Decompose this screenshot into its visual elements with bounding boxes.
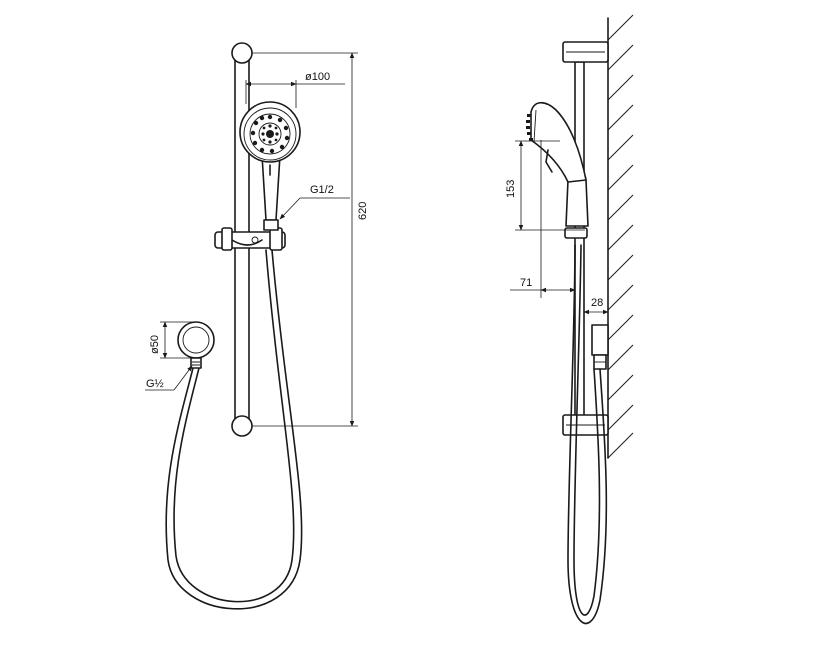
rail-bottom-cap — [231, 415, 253, 437]
label-thread-top: G1/2 — [310, 184, 334, 196]
front-view: ø100 620 G1/2 ø50 G½ — [145, 42, 369, 610]
label-thread-outlet: G½ — [146, 378, 164, 390]
side-hose — [567, 244, 608, 625]
dim-projection: 71 — [510, 140, 576, 298]
dim-outlet-diameter: ø50 — [149, 321, 196, 359]
wall — [607, 14, 634, 459]
side-view: 153 71 28 — [505, 14, 634, 625]
callout-thread-outlet: G½ — [145, 365, 193, 391]
dim-head-height: 153 — [505, 140, 585, 231]
label-rail-length: 620 — [357, 202, 369, 220]
handshower-handle — [261, 154, 281, 221]
shower-hose — [165, 249, 303, 610]
rail-top-cap — [231, 42, 253, 64]
dim-head-diameter: ø100 — [245, 71, 345, 108]
side-rail — [574, 61, 585, 417]
label-bracket-depth: 28 — [591, 297, 603, 309]
shower-head — [239, 101, 301, 163]
wall-outlet — [177, 321, 215, 369]
side-wall-outlet — [591, 324, 609, 356]
callout-thread-top: G1/2 — [279, 184, 350, 220]
dim-bracket-depth: 28 — [583, 297, 609, 324]
label-outlet-diameter: ø50 — [149, 335, 161, 354]
dim-rail-length: 620 — [252, 52, 369, 427]
slider-bracket — [214, 227, 286, 251]
label-head-diameter: ø100 — [305, 71, 330, 83]
label-head-height: 153 — [505, 180, 517, 198]
label-projection: 71 — [520, 277, 532, 289]
side-shower-head — [530, 101, 587, 183]
